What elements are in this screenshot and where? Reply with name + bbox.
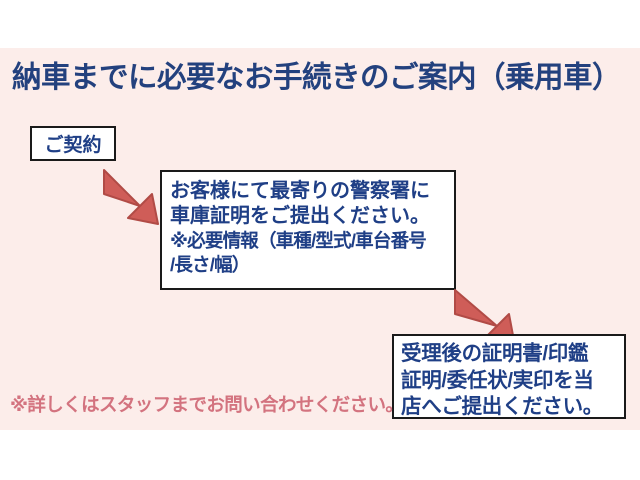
flow-node-submit-line-1: 受理後の証明書/印鑑 (401, 342, 589, 365)
arrow-down-right-icon (98, 152, 176, 230)
flow-node-contract-label: ご契約 (44, 134, 102, 156)
flow-node-submit-line-2: 証明/委任状/実印を当 (401, 368, 594, 392)
flow-node-garage-line-4: /長さ/幅） (170, 253, 250, 275)
flow-node-garage-line-1: お客様にて最寄りの警察署に (170, 180, 430, 202)
footer-note: ※詳しくはスタッフまでお問い合わせください。 (10, 394, 404, 415)
flow-node-garage-certificate: お客様にて最寄りの警察署に 車庫証明をご提出ください。 ※必要情報（車種/型式/… (160, 170, 456, 290)
page-title: 納車までに必要なお手続きのご案内（乗用車） (12, 61, 622, 94)
flow-node-garage-line-2: 車庫証明をご提出ください。 (170, 205, 430, 228)
flow-node-garage-line-3: ※必要情報（車種/型式/車台番号 (170, 230, 427, 252)
flow-node-submit-line-3: 店へご提出ください。 (401, 395, 603, 419)
flow-node-contract: ご契約 (30, 126, 116, 161)
flow-node-submit-documents: 受理後の証明書/印鑑 証明/委任状/実印を当 店へご提出ください。 (392, 334, 626, 419)
